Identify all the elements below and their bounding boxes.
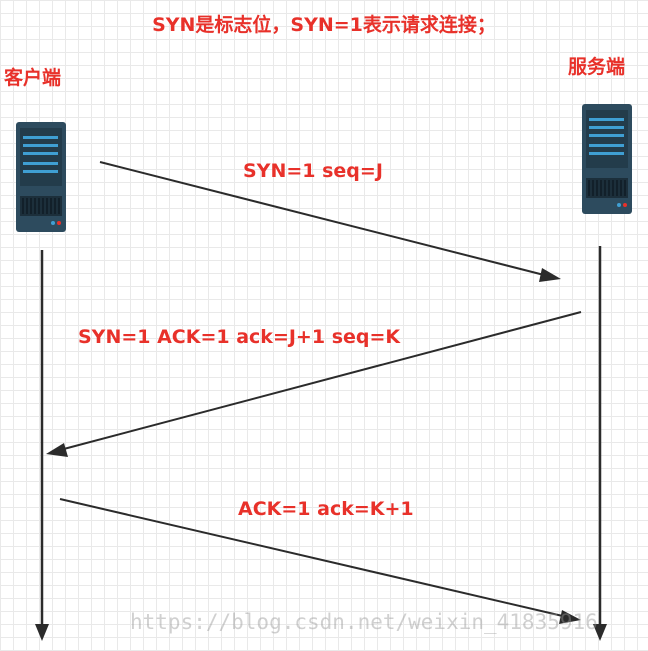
syn-ack-message-label: SYN=1 ACK=1 ack=J+1 seq=K <box>78 326 401 348</box>
watermark: https://blog.csdn.net/weixin_41835916 <box>130 610 598 634</box>
ack-arrow <box>59 498 568 618</box>
server-label: 服务端 <box>568 56 626 78</box>
client-label: 客户端 <box>4 67 62 89</box>
syn-message-label: SYN=1 seq=J <box>243 160 383 182</box>
client-server-icon <box>16 122 66 232</box>
server-server-icon <box>582 104 632 214</box>
ack-message-label: ACK=1 ack=K+1 <box>238 498 414 520</box>
syn-ack-arrow <box>59 311 582 451</box>
server-lifeline-arrowhead <box>593 624 607 641</box>
syn-ack-arrowhead <box>46 443 68 457</box>
diagram-title: SYN是标志位，SYN=1表示请求连接； <box>152 14 496 36</box>
ack-arrowhead <box>559 610 581 624</box>
syn-arrowhead <box>539 268 561 282</box>
client-lifeline-arrowhead <box>35 624 49 641</box>
syn-arrow <box>99 161 549 277</box>
